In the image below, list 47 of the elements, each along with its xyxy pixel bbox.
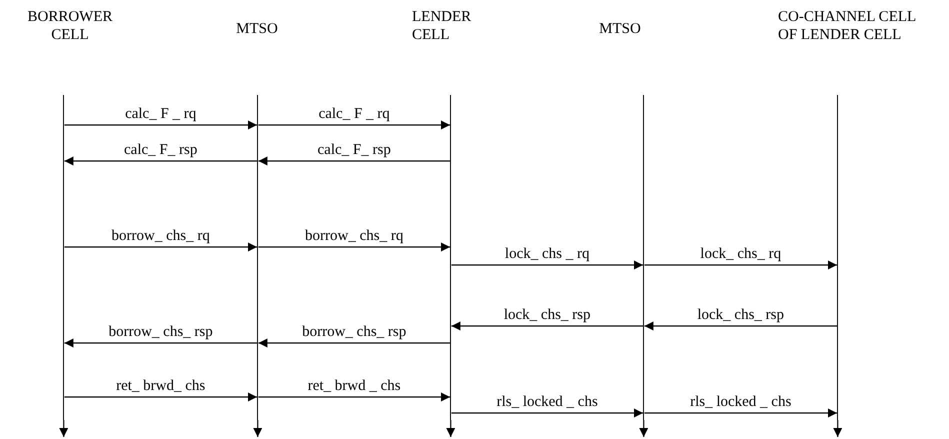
arrow [59, 420, 68, 437]
edge-label: rls_ locked _ chs [688, 394, 794, 411]
arrow [639, 420, 648, 437]
edge-label: rls_ locked _ chs [494, 394, 600, 411]
arrow [64, 242, 257, 252]
arrow [451, 408, 643, 418]
lane-heading: MTSO [227, 20, 287, 38]
lifeline [63, 95, 64, 420]
edge-label: calc_ F _ rq [316, 106, 392, 123]
arrow [644, 260, 837, 270]
arrow [258, 392, 450, 402]
arrow [644, 322, 837, 330]
edge-label: borrow_ chs_ rsp [300, 324, 408, 341]
arrow [446, 420, 456, 437]
edge-label: ret_ brwd _ chs [306, 378, 403, 395]
lifeline [450, 95, 452, 420]
lane-heading: MTSO [590, 20, 650, 38]
edge-label: ret_ brwd_ chs [114, 378, 208, 395]
edge-label: borrow_ chs_ rsp [106, 324, 215, 341]
edge-label: borrow_ chs_ rq [303, 228, 406, 245]
edge-label: calc_ F_ rsp [122, 142, 200, 159]
edge-label: calc_ F _ rq [123, 106, 198, 123]
edge-label: lock_ chs_ rsp [502, 307, 593, 324]
arrow [64, 156, 257, 166]
arrow [451, 322, 643, 330]
edge-label: borrow_ chs_ rq [110, 228, 212, 245]
arrow [64, 338, 257, 348]
lifeline [643, 95, 644, 420]
lane-heading: CO-CHANNEL CELL OF LENDER CELL [778, 8, 918, 44]
arrow [833, 420, 842, 437]
arrow [258, 338, 450, 348]
edge-label: lock_ chs_ rq [698, 246, 784, 263]
arrow [258, 242, 450, 252]
edge-label: lock_ chs _ rq [502, 246, 592, 263]
lifeline [837, 95, 838, 420]
arrow [258, 120, 450, 130]
lane-heading: LENDER CELL [412, 8, 482, 44]
arrow [64, 392, 257, 402]
lifeline [257, 95, 258, 420]
edge-label: lock_ chs_ rsp [695, 307, 786, 324]
arrow [258, 156, 450, 166]
arrow [64, 120, 257, 130]
arrow [253, 420, 262, 437]
arrow [644, 408, 837, 418]
arrow [451, 260, 643, 270]
lane-heading: BORROWER CELL [22, 8, 118, 44]
edge-label: calc_ F_ rsp [316, 142, 393, 159]
